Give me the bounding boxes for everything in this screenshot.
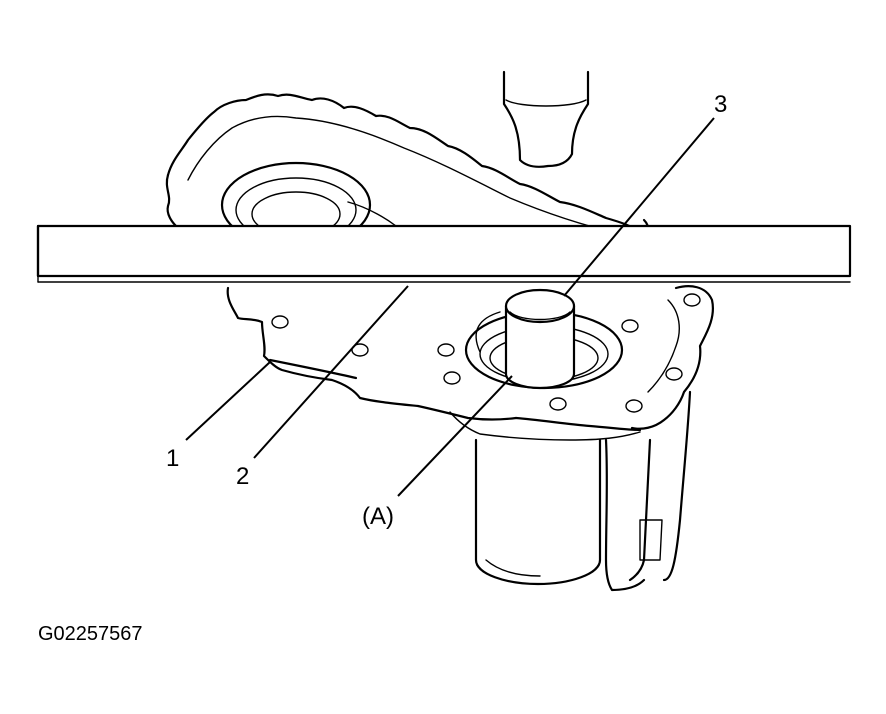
driver-handle — [502, 70, 590, 168]
straight-edge — [36, 224, 852, 283]
leader-line-3 — [563, 117, 715, 297]
case-housing — [165, 93, 714, 592]
leader-line-1 — [185, 361, 271, 441]
callout-1: 1 — [166, 445, 179, 472]
figure-id: G02257567 — [38, 623, 143, 645]
callout-2: 2 — [236, 463, 249, 490]
leader-line-a — [397, 375, 513, 497]
callout-3: 3 — [714, 91, 727, 118]
leader-line-2 — [253, 285, 409, 459]
callout-a: (A) — [362, 503, 394, 530]
seal-installer-tool — [504, 288, 576, 390]
